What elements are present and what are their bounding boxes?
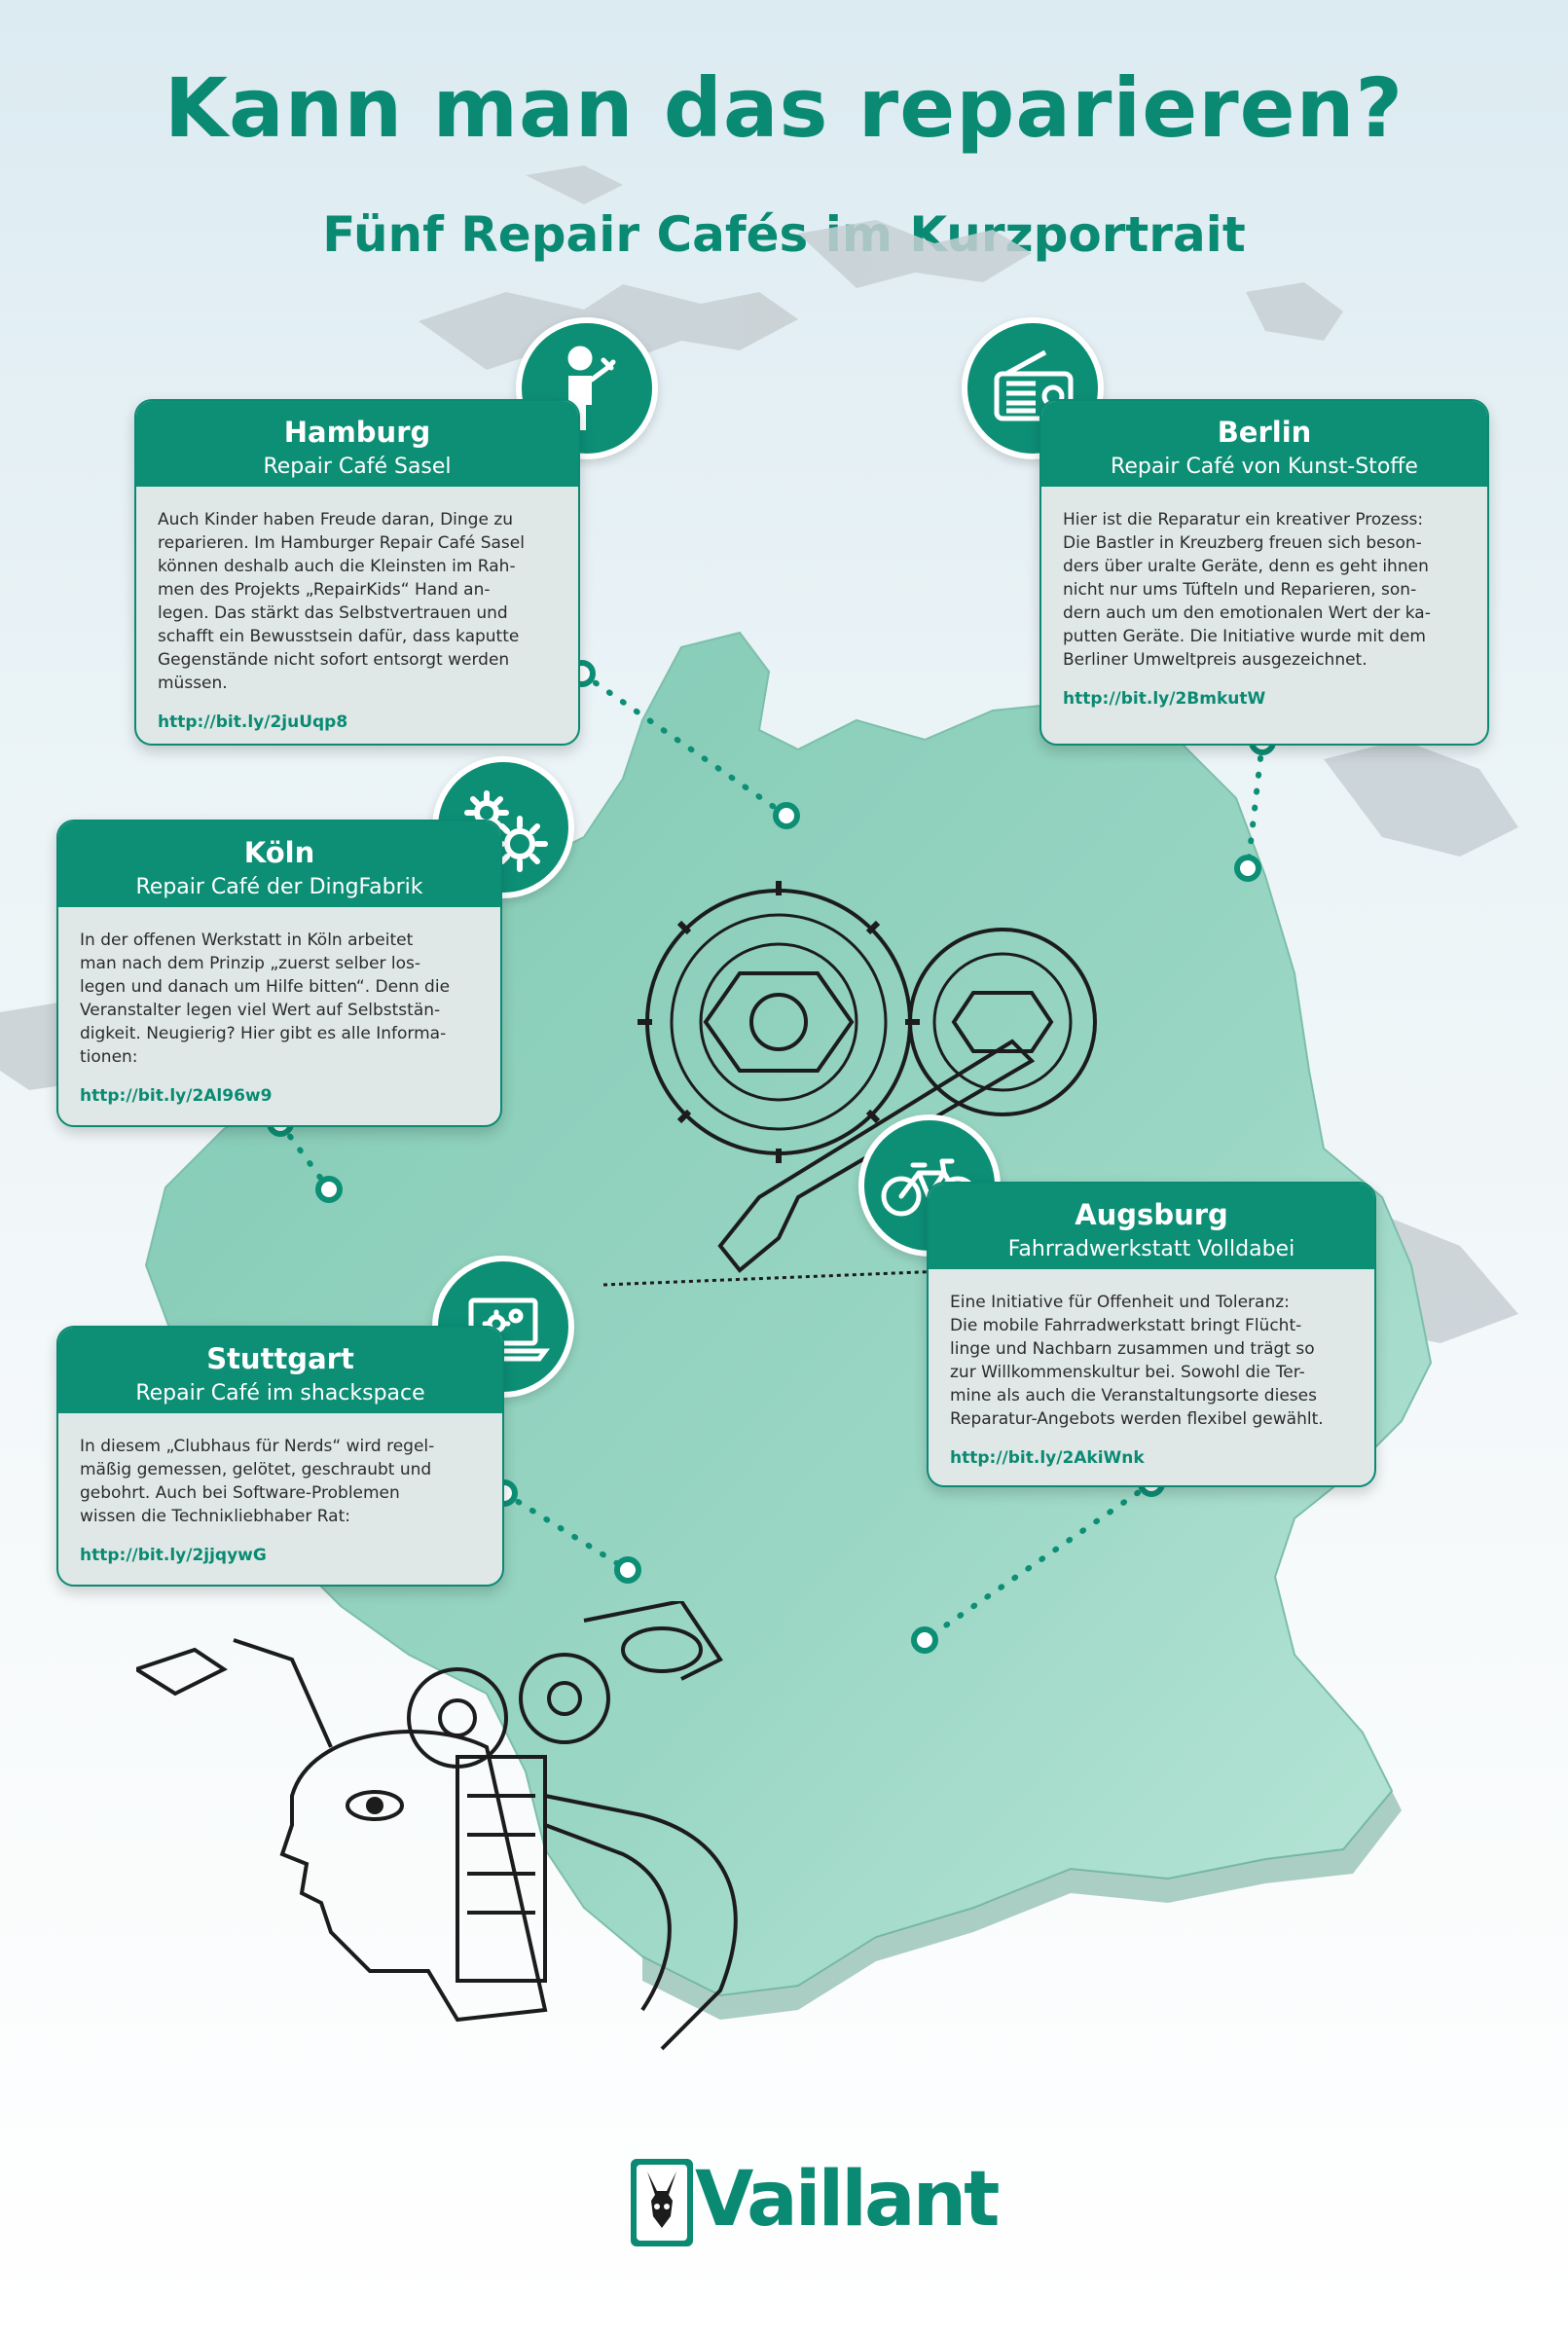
- vaillant-logo: Vaillant: [631, 2156, 1000, 2246]
- card-cafe-name: Fahrradwerkstatt Volldabei: [1007, 1237, 1295, 1261]
- cafe-card-stuttgart: Stuttgart Repair Café im shackspace In d…: [56, 1326, 504, 1587]
- card-link[interactable]: http://bit.ly/2BmkutW: [1063, 689, 1266, 709]
- card-city: Köln: [243, 836, 315, 869]
- connector-lines: [277, 671, 1265, 1643]
- page-title: Kann man das reparieren?: [164, 60, 1404, 156]
- card-header: Hamburg Repair Café Sasel: [136, 401, 578, 487]
- card-header: Köln Repair Café der DingFabrik: [58, 821, 500, 907]
- card-link[interactable]: http://bit.ly/2jjqywG: [80, 1546, 267, 1565]
- card-description: In diesem „Clubhaus für Nerds“ wird rege…: [80, 1437, 435, 1526]
- cafe-card-koeln: Köln Repair Café der DingFabrik In der o…: [56, 820, 502, 1127]
- card-header: Berlin Repair Café von Kunst-Stoffe: [1041, 401, 1487, 487]
- head-tools-sketch: [136, 1601, 738, 2051]
- brand-name: Vaillant: [695, 2156, 1000, 2244]
- card-link[interactable]: http://bit.ly/2AkiWnk: [950, 1448, 1145, 1468]
- page-subtitle: Fünf Repair Cafés im Kurzportrait: [322, 206, 1246, 263]
- card-link[interactable]: http://bit.ly/2juUqp8: [158, 712, 348, 732]
- card-description: Auch Kinder haben Freude daran, Dinge zu…: [158, 510, 525, 693]
- card-city: Berlin: [1217, 416, 1312, 449]
- cafe-card-augsburg: Augsburg Fahrradwerkstatt Volldabei Eine…: [927, 1182, 1376, 1487]
- card-cafe-name: Repair Café Sasel: [263, 455, 452, 479]
- card-city: Stuttgart: [206, 1342, 354, 1375]
- card-description: Hier ist die Reparatur ein kreativer Pro…: [1063, 510, 1431, 670]
- card-cafe-name: Repair Café von Kunst-Stoffe: [1111, 455, 1418, 479]
- cafe-card-berlin: Berlin Repair Café von Kunst-Stoffe Hier…: [1039, 399, 1489, 746]
- card-description: In der offenen Werkstatt in Köln arbeite…: [80, 931, 451, 1067]
- card-city: Augsburg: [1075, 1198, 1228, 1231]
- card-cafe-name: Repair Café im shackspace: [135, 1381, 425, 1405]
- cafe-card-hamburg: Hamburg Repair Café Sasel Auch Kinder ha…: [134, 399, 580, 746]
- card-header: Stuttgart Repair Café im shackspace: [58, 1328, 502, 1413]
- card-link[interactable]: http://bit.ly/2Al96w9: [80, 1086, 273, 1106]
- card-description: Eine Initiative für Offenheit und Tolera…: [950, 1293, 1324, 1429]
- card-header: Augsburg Fahrradwerkstatt Volldabei: [929, 1184, 1374, 1269]
- card-cafe-name: Repair Café der DingFabrik: [135, 875, 423, 899]
- hare-logo-icon: [631, 2159, 693, 2246]
- card-city: Hamburg: [283, 416, 431, 449]
